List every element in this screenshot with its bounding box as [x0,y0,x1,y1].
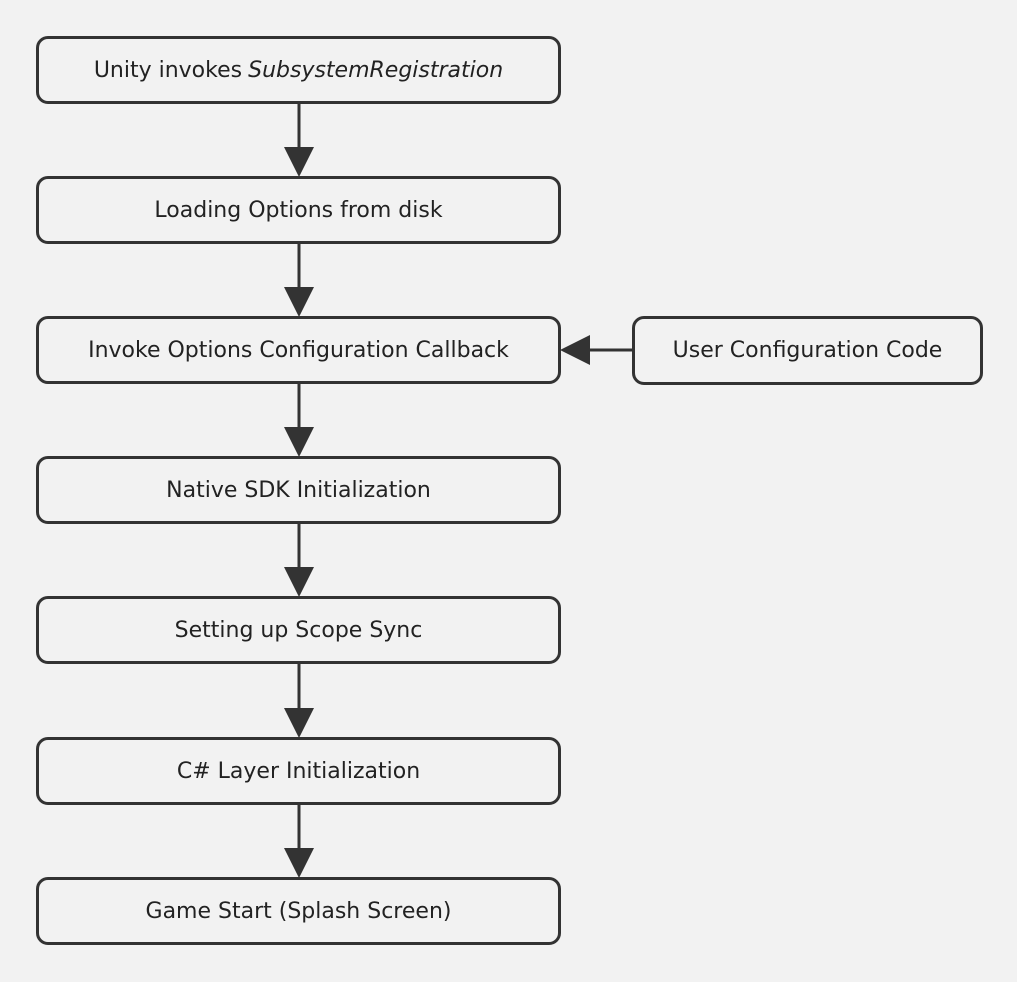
node-side-label: User Configuration Code [672,338,943,363]
node-invoke-options-configuration-callback: Invoke Options Configuration Callback [36,316,561,384]
node-setting-up-scope-sync: Setting up Scope Sync [36,596,561,664]
node-game-start-splash-screen: Game Start (Splash Screen) [36,877,561,945]
node-user-configuration-code: User Configuration Code [632,316,983,385]
node-n5-label: Setting up Scope Sync [174,617,423,643]
node-native-sdk-initialization: Native SDK Initialization [36,456,561,524]
node-n1-emphasis: SubsystemRegistration [248,57,504,83]
node-loading-options-from-disk: Loading Options from disk [36,176,561,244]
node-n4-label: Native SDK Initialization [166,477,431,503]
node-n1-label: Unity invokes [93,57,243,83]
node-n3-label: Invoke Options Configuration Callback [88,337,509,363]
node-n7-label: Game Start (Splash Screen) [145,898,452,924]
node-n6-label: C# Layer Initialization [176,758,421,784]
node-unity-invokes-subsystemregistration: Unity invokes SubsystemRegistration [36,36,561,104]
node-csharp-layer-initialization: C# Layer Initialization [36,737,561,805]
node-n2-label: Loading Options from disk [154,197,443,223]
